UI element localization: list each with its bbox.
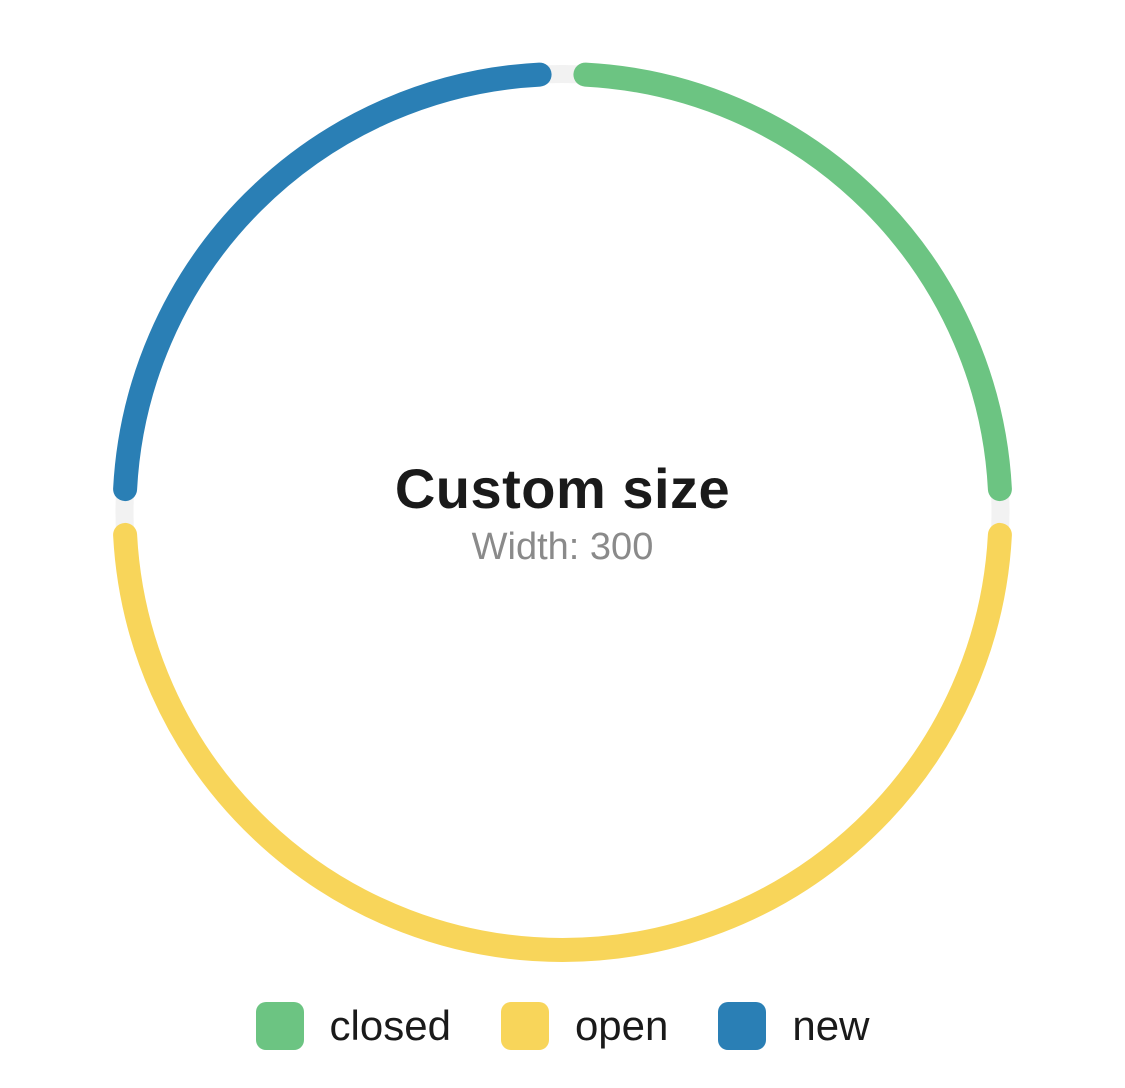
legend-label-closed: closed bbox=[329, 1002, 451, 1049]
donut-segment-closed[interactable] bbox=[573, 62, 1012, 502]
chart-legend: closed open new bbox=[0, 1000, 1125, 1052]
donut-segment-open[interactable] bbox=[113, 522, 1012, 962]
legend-item-new[interactable]: new bbox=[718, 1002, 869, 1050]
chart-title: Custom size bbox=[394, 457, 731, 520]
donut-segment-new[interactable] bbox=[113, 62, 552, 502]
legend-swatch-open bbox=[500, 1002, 549, 1050]
legend-item-open[interactable]: open bbox=[500, 1002, 669, 1050]
legend-item-closed[interactable]: closed bbox=[255, 1002, 451, 1050]
legend-label-open: open bbox=[574, 1002, 669, 1049]
legend-swatch-new bbox=[718, 1002, 767, 1050]
chart-subtitle: Width: 300 bbox=[471, 526, 654, 568]
legend-label-new: new bbox=[792, 1002, 870, 1049]
legend-swatch-closed bbox=[255, 1002, 304, 1050]
